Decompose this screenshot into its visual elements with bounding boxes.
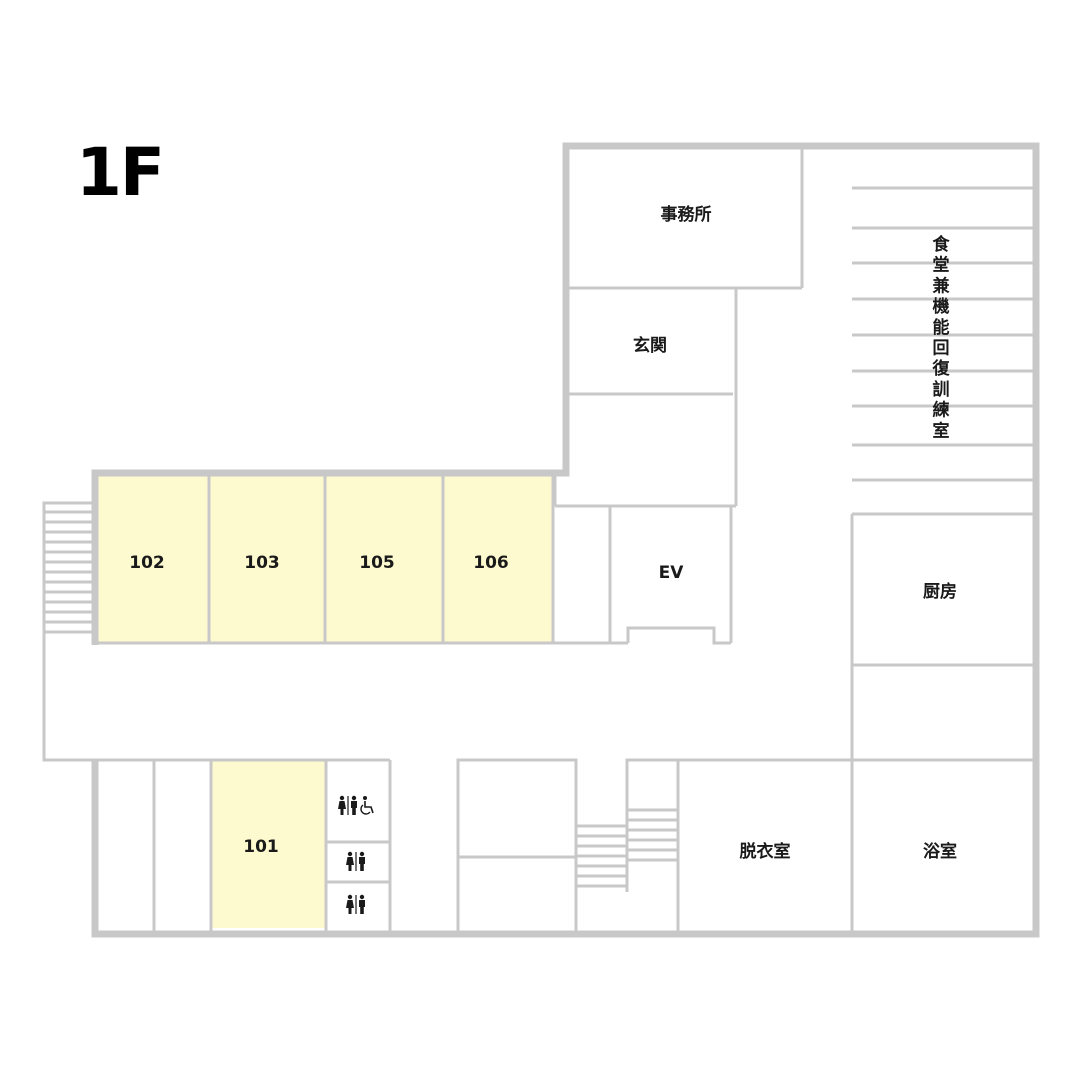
room-103-label: 103 [244, 553, 280, 573]
female-icon [346, 851, 354, 871]
restroom-1 [338, 795, 374, 815]
room-102-fill [97, 476, 209, 642]
entrance-label: 玄関 [633, 335, 667, 356]
male-icon [351, 795, 357, 815]
female-icon [346, 894, 354, 914]
room-106-fill [444, 476, 552, 642]
elevator-label: EV [659, 563, 685, 583]
dining-rehab-room-label: 食堂兼機能回復訓練室 [932, 234, 951, 441]
room-105-label: 105 [359, 553, 395, 573]
restroom-3 [346, 894, 365, 914]
room-106-label: 106 [473, 553, 509, 573]
room-101-fill [212, 760, 325, 928]
room-102-label: 102 [129, 553, 165, 573]
dining-room-partitions [852, 186, 1034, 482]
dressing-room-label: 脱衣室 [740, 841, 791, 862]
room-105-fill [326, 476, 443, 642]
bath-label: 浴室 [923, 841, 957, 862]
room-101-label: 101 [243, 837, 279, 857]
female-icon [338, 795, 346, 815]
wheelchair-icon [360, 796, 374, 815]
office-label: 事務所 [661, 204, 712, 225]
west-staircase [44, 510, 95, 634]
restroom-2 [346, 851, 365, 871]
floor-title: 1F [76, 134, 165, 211]
central-staircase [576, 808, 678, 892]
male-icon [359, 851, 365, 871]
restroom-icons [338, 795, 374, 914]
room-103-fill [210, 476, 325, 642]
male-icon [359, 894, 365, 914]
kitchen-label: 厨房 [923, 581, 957, 602]
